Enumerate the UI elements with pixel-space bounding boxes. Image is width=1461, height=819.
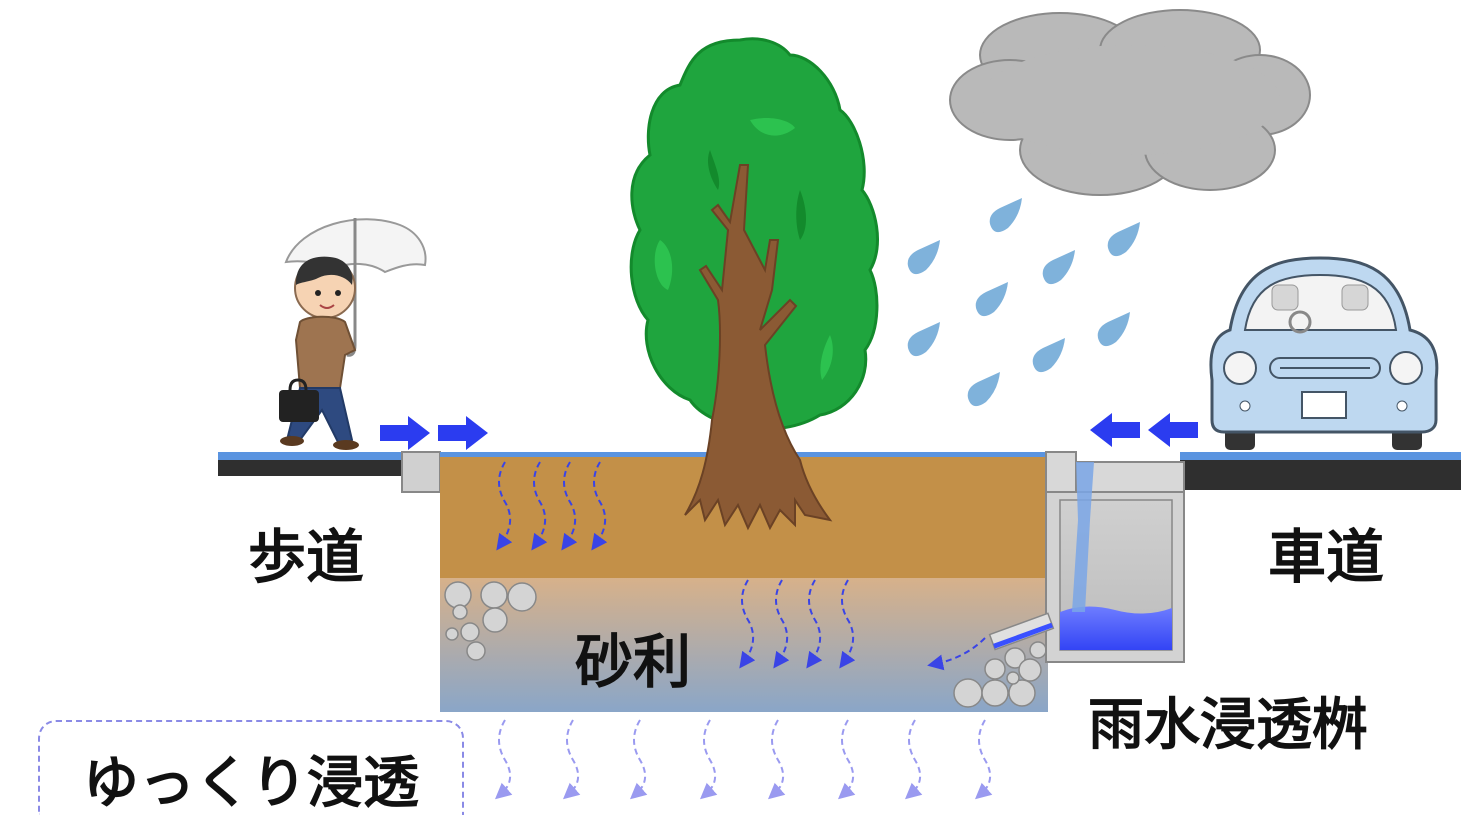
arrow-right-icon [438, 416, 488, 450]
road-surface [1180, 452, 1461, 490]
pedestrian-icon [279, 218, 427, 450]
arrow-left-icon [1148, 413, 1198, 447]
tree-icon [629, 37, 879, 531]
gravel-label: 砂利 [575, 628, 692, 696]
surface-flow-arrows [380, 413, 1198, 450]
gravel-stones-right [953, 641, 1047, 708]
arrow-right-icon [380, 416, 430, 450]
car-icon [1209, 256, 1439, 450]
ground-seepage-arrows [494, 719, 993, 800]
gravel-layer [440, 578, 1048, 712]
infiltration-basin [988, 451, 1185, 663]
slow-infiltration-label: ゆっくり浸透 [38, 720, 464, 816]
infiltration-basin-label: 雨水浸透桝 [1088, 693, 1368, 758]
sidewalk-surface [218, 452, 404, 476]
gravel-seepage-arrows [739, 579, 986, 671]
gravel-stones-left [444, 581, 537, 661]
sidewalk-label: 歩道 [248, 523, 365, 591]
roadway-label: 車道 [1268, 523, 1385, 591]
soil-seepage-arrows [496, 461, 608, 551]
arrow-left-icon [1090, 413, 1140, 447]
rain-drops-icon [907, 198, 1140, 407]
curb-left [401, 451, 441, 493]
